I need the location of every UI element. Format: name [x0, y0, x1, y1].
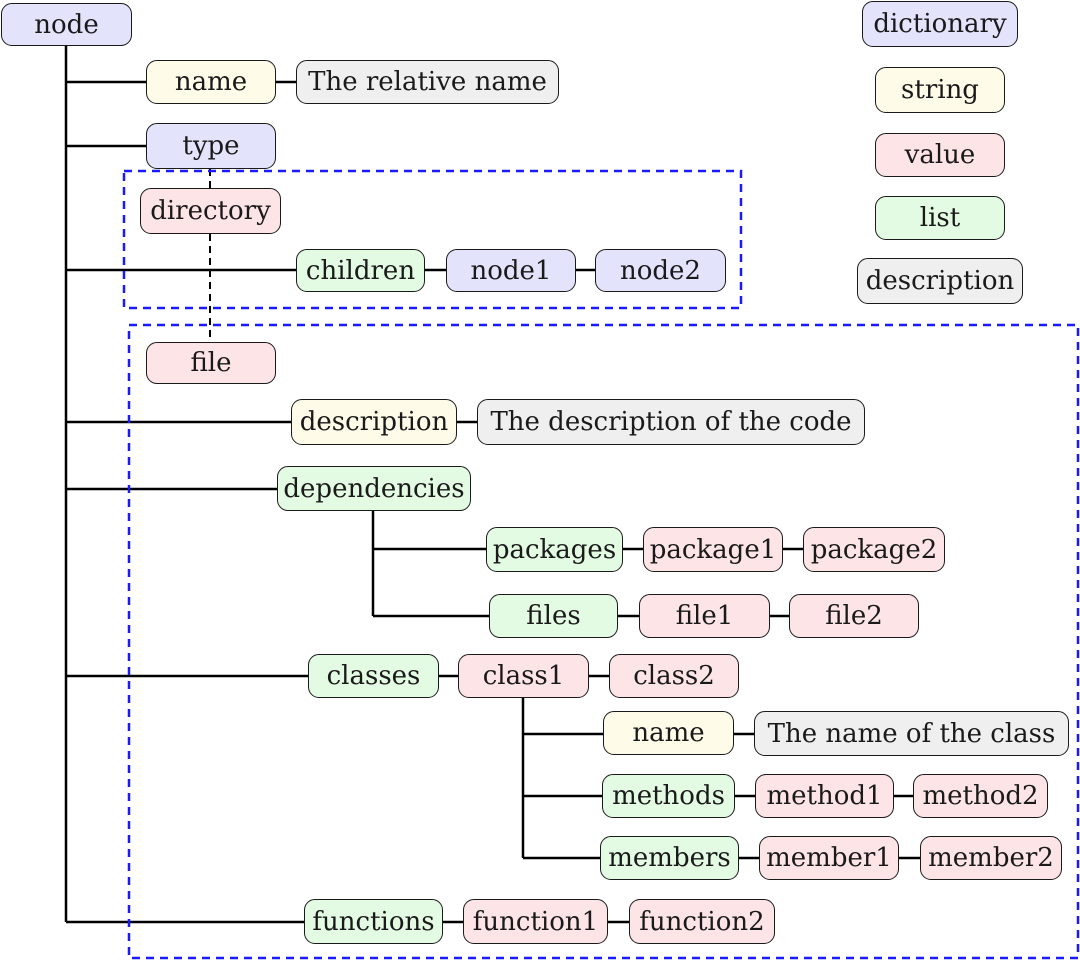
node-class2: class2 [609, 654, 739, 698]
legend-list: list [875, 196, 1005, 240]
node-type-key: type [146, 123, 276, 169]
node-class1: class1 [458, 654, 589, 698]
node-packages: packages [486, 527, 623, 572]
node-classes: classes [308, 654, 439, 698]
node-method2: method2 [913, 774, 1048, 818]
node-dependencies: dependencies [277, 466, 471, 511]
node-node2: node2 [595, 249, 726, 292]
node-node1: node1 [446, 249, 576, 292]
node-package1: package1 [643, 527, 783, 572]
node-functions: functions [304, 899, 443, 944]
node-name-description: The relative name [296, 60, 559, 104]
node-description-key: description [291, 399, 457, 445]
legend-description: description [857, 258, 1023, 304]
node-files: files [489, 594, 618, 638]
node-root: node [1, 3, 132, 46]
node-class-name-key: name [603, 711, 734, 755]
node-method1: method1 [755, 774, 894, 818]
node-package2: package2 [803, 527, 945, 572]
node-member2: member2 [920, 836, 1062, 880]
node-methods: methods [602, 774, 735, 818]
legend-dictionary: dictionary [862, 1, 1018, 47]
node-name-key: name [146, 60, 276, 104]
file-group-box [127, 323, 1080, 960]
node-description-text: The description of the code [477, 399, 865, 445]
node-file2: file2 [789, 594, 919, 638]
directory-group-box [122, 169, 743, 310]
node-member1: member1 [759, 836, 899, 880]
node-file: file [146, 342, 276, 384]
node-class-name-description: The name of the class [754, 711, 1069, 756]
legend-value: value [875, 133, 1005, 177]
node-members: members [600, 836, 739, 880]
node-children: children [296, 249, 425, 292]
node-function1: function1 [463, 899, 608, 944]
legend-string: string [875, 67, 1005, 113]
node-file1: file1 [639, 594, 770, 638]
node-directory: directory [140, 188, 281, 234]
node-function2: function2 [629, 899, 775, 944]
